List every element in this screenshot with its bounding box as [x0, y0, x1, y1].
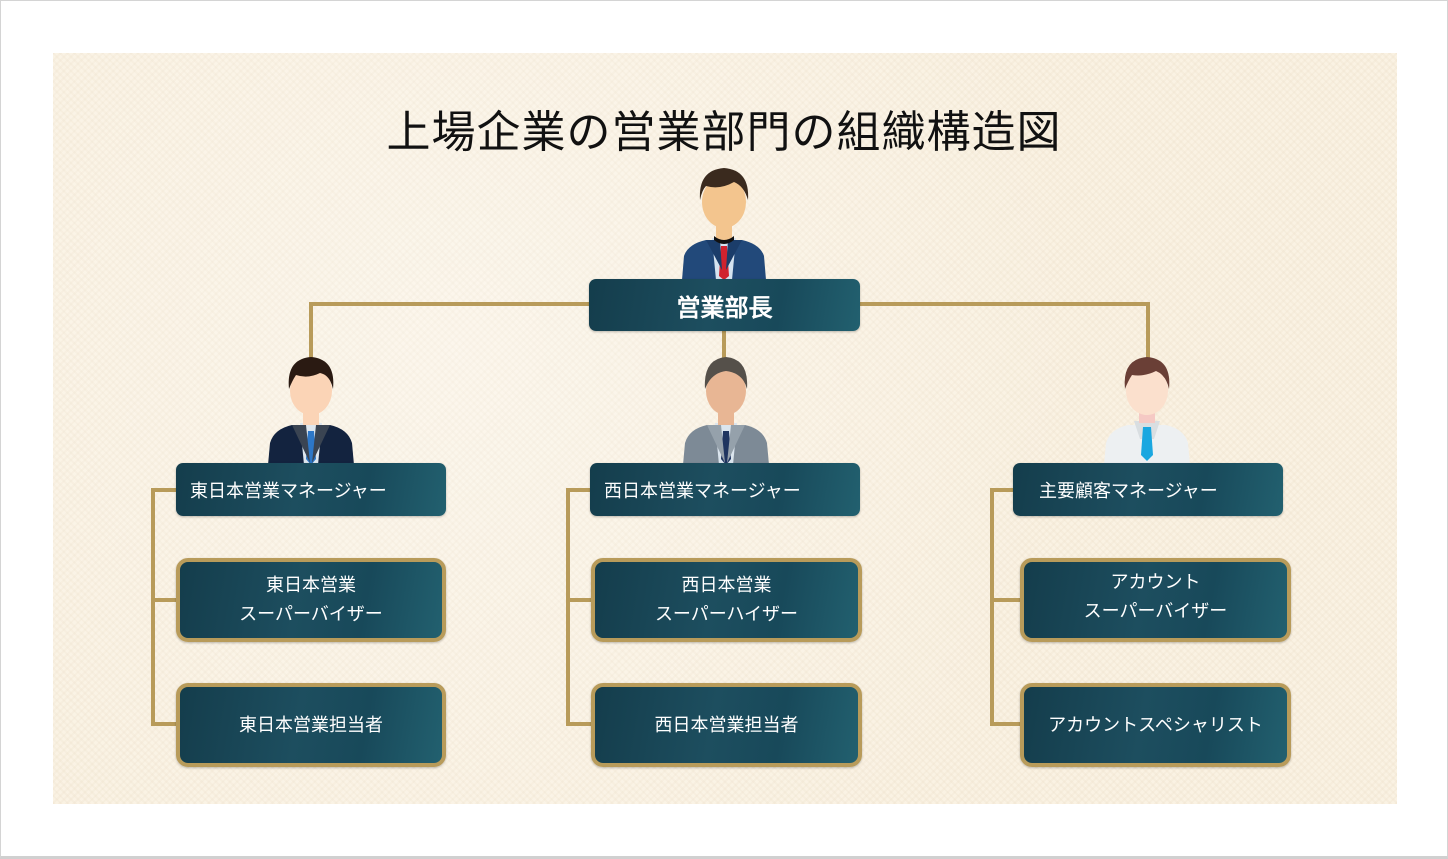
connector-west-rep — [566, 722, 594, 726]
connector-head-right — [858, 302, 1150, 306]
connector-key-rep — [990, 722, 1022, 726]
connector-east-spine — [151, 488, 155, 726]
person-dark-suit-blue-tie-icon — [268, 357, 354, 465]
person-gray-suit-navy-tie-icon — [683, 357, 769, 465]
connector-west-spine — [566, 488, 570, 726]
connector-key-top — [990, 488, 1016, 492]
node-label-line2: スーパーバイザー — [239, 604, 383, 625]
node-label-line1: 西日本営業 — [681, 575, 772, 596]
node-east-sales-rep[interactable]: 東日本営業担当者 — [176, 683, 446, 767]
node-east-supervisor[interactable]: 東日本営業 スーパーバイザー — [176, 558, 446, 642]
person-white-shirt-cyan-tie-icon — [1104, 357, 1190, 465]
node-label-line1: アカウント — [1110, 572, 1201, 593]
node-account-specialist[interactable]: アカウントスペシャリスト — [1020, 683, 1291, 767]
connector-head-left-drop — [309, 302, 313, 360]
connector-east-sv — [151, 598, 179, 602]
manager-node-label: 東日本営業マネージャー — [190, 480, 387, 502]
node-label-line1: アカウントスペシャリスト — [1048, 714, 1263, 736]
node-west-supervisor[interactable]: 西日本営業 スーパーハイザー — [591, 558, 862, 642]
node-west-sales-rep[interactable]: 西日本営業担当者 — [591, 683, 862, 767]
node-label-line1: 東日本営業 — [266, 575, 356, 596]
page-title: 上場企業の営業部門の組織構造図 — [386, 107, 1062, 158]
manager-node-label: 西日本営業マネージャー — [604, 480, 801, 502]
node-label-line2: スーパーハイザー — [654, 604, 799, 625]
node-label-line2: スーパーバイザー — [1083, 601, 1228, 622]
connector-head-left — [309, 302, 591, 306]
connector-head-center-drop — [722, 330, 726, 360]
manager-node-east[interactable]: 東日本営業マネージャー — [176, 463, 446, 516]
manager-node-label: 主要顧客マネージャー — [1039, 480, 1218, 502]
connector-west-sv — [566, 598, 594, 602]
connector-key-sv — [990, 598, 1022, 602]
head-node-sales-director[interactable]: 営業部長 — [589, 279, 860, 331]
node-label-line1: 西日本営業担当者 — [654, 714, 799, 736]
person-navy-suit-red-tie-icon — [682, 168, 766, 280]
connector-east-rep — [151, 722, 179, 726]
connector-east-top — [151, 488, 177, 492]
connector-head-right-drop — [1146, 302, 1150, 360]
connector-key-spine — [990, 488, 994, 726]
node-account-supervisor[interactable]: アカウント スーパーバイザー — [1020, 558, 1291, 642]
head-node-label: 営業部長 — [676, 293, 773, 322]
node-label-line1: 東日本営業担当者 — [239, 714, 383, 736]
manager-node-key-account[interactable]: 主要顧客マネージャー — [1013, 463, 1283, 516]
manager-node-west[interactable]: 西日本営業マネージャー — [590, 463, 860, 516]
connector-west-top — [566, 488, 592, 492]
